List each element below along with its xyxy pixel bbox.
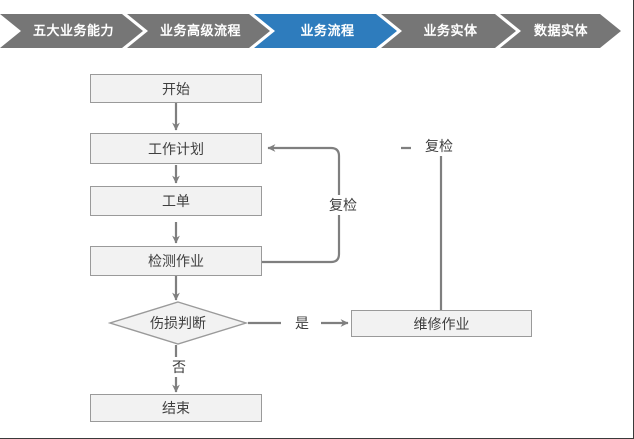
edge-label-yes: 是 <box>283 313 321 333</box>
node-start[interactable]: 开始 <box>90 74 262 103</box>
node-work-plan[interactable]: 工作计划 <box>90 133 262 164</box>
breadcrumb-chevron-4[interactable] <box>381 14 516 48</box>
edge-label-recheck-inner: 复检 <box>316 195 370 215</box>
node-work-plan-label: 工作计划 <box>148 140 204 157</box>
node-repair[interactable]: 维修作业 <box>351 310 532 337</box>
breadcrumb-chevron-5[interactable] <box>500 14 621 48</box>
breadcrumb-chevron-2[interactable] <box>127 14 270 48</box>
node-damage-judge[interactable] <box>108 300 248 346</box>
node-repair-label: 维修作业 <box>413 315 470 332</box>
breadcrumb-chevron-1[interactable] <box>0 14 143 48</box>
node-damage-judge-label: 伤损判断 <box>150 315 206 331</box>
node-start-label: 开始 <box>162 80 190 97</box>
edge-label-recheck-outer: 复检 <box>411 136 467 156</box>
node-end[interactable]: 结束 <box>90 394 262 422</box>
breadcrumb-chevron-3[interactable] <box>254 14 397 48</box>
node-inspection[interactable]: 检测作业 <box>90 246 262 276</box>
node-inspection-label: 检测作业 <box>148 253 204 269</box>
node-end-label: 结束 <box>162 400 190 416</box>
node-work-order-label: 工单 <box>162 193 190 209</box>
edge-label-no: 否 <box>160 357 198 377</box>
connector-repair-recheck-to-work-plan <box>401 146 443 311</box>
node-work-order[interactable]: 工单 <box>90 186 262 216</box>
